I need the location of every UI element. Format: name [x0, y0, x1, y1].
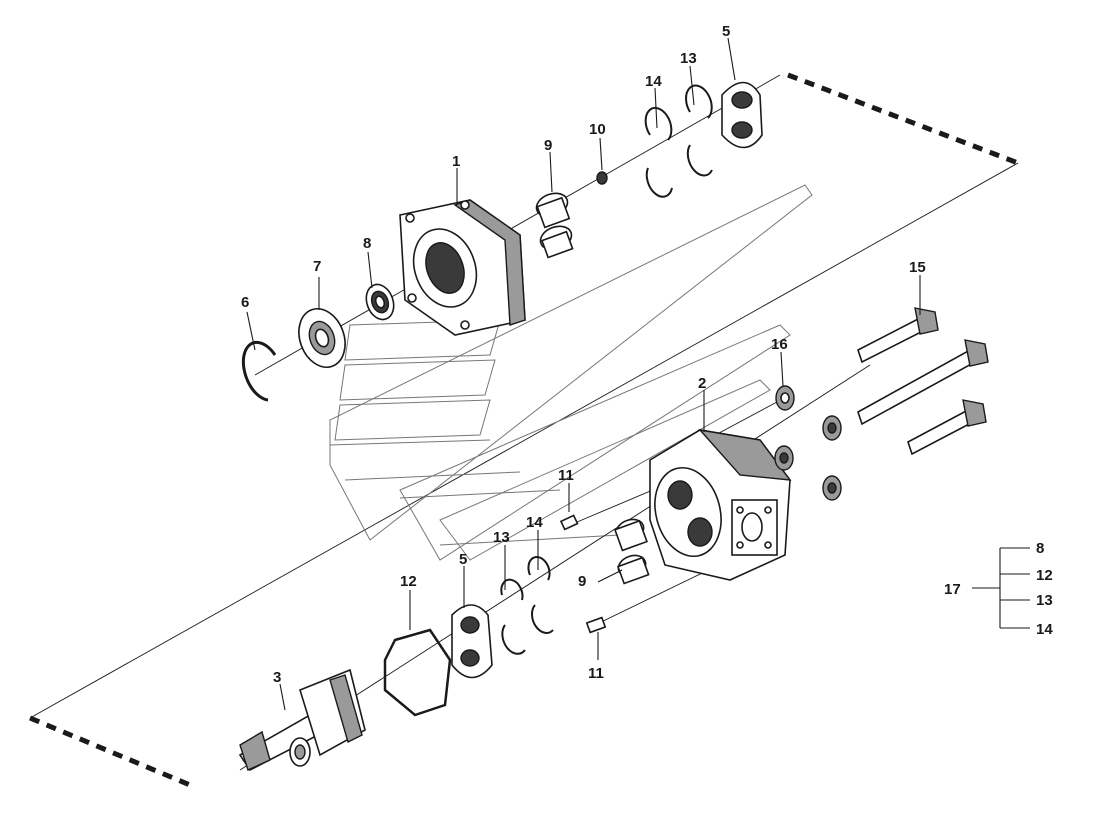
callout-5-lower: 5 — [459, 551, 467, 568]
part-body-seal — [383, 628, 452, 717]
callout-9-upper: 9 — [544, 137, 552, 154]
part-bolts — [857, 307, 989, 456]
part-shaft-seal — [365, 283, 395, 321]
callout-7: 7 — [313, 258, 321, 275]
part-seals-upper — [685, 84, 713, 177]
part-thrust-plate-lower — [451, 604, 493, 679]
callout-2: 2 — [698, 375, 706, 392]
kit-member-label: 12 — [1036, 567, 1053, 584]
callout-8: 8 — [363, 235, 371, 252]
callout-labels: 1 2 3 5 5 6 7 8 9 9 10 11 11 12 13 13 14… — [241, 23, 926, 686]
part-washer — [775, 385, 795, 411]
callout-9-lower: 9 — [578, 573, 586, 590]
kit-legend: 17 8 12 13 14 — [944, 540, 1053, 638]
callout-11-lower: 11 — [588, 665, 604, 682]
callout-6: 6 — [241, 294, 249, 311]
assembly-boundary — [29, 72, 1019, 788]
callout-5-upper: 5 — [722, 23, 730, 40]
part-flange-cover — [399, 199, 526, 336]
callout-10: 10 — [589, 121, 606, 138]
callout-1: 1 — [452, 153, 460, 170]
part-retaining-ring — [241, 340, 277, 402]
callout-14-upper: 14 — [645, 73, 662, 90]
kit-member-label: 8 — [1036, 540, 1044, 557]
callout-13-lower: 13 — [493, 529, 510, 546]
callout-13-upper: 13 — [680, 50, 697, 67]
part-pin — [596, 171, 608, 185]
part-seal-set-lower — [500, 555, 554, 655]
callout-12: 12 — [400, 573, 417, 590]
kit-parent-label: 17 — [944, 581, 961, 598]
leader-lines — [246, 37, 921, 711]
part-bushings-upper — [535, 192, 574, 259]
ghost-outline — [329, 184, 813, 561]
part-bushings-lower — [613, 518, 650, 585]
part-dowel-pins — [559, 514, 607, 634]
part-thrust-plate-upper — [721, 81, 763, 149]
callout-3: 3 — [273, 669, 281, 686]
part-pump-body — [649, 428, 792, 581]
callout-16: 16 — [771, 336, 788, 353]
callout-11-upper: 11 — [558, 467, 574, 484]
part-bearing — [298, 308, 346, 368]
part-backup-rings-upper — [644, 107, 673, 198]
part-nuts — [774, 415, 842, 501]
part-drive-gear-shaft — [238, 668, 366, 772]
kit-member-label: 14 — [1036, 621, 1053, 638]
callout-15: 15 — [909, 259, 926, 276]
kit-member-label: 13 — [1036, 592, 1053, 609]
callout-14-lower: 14 — [526, 514, 543, 531]
